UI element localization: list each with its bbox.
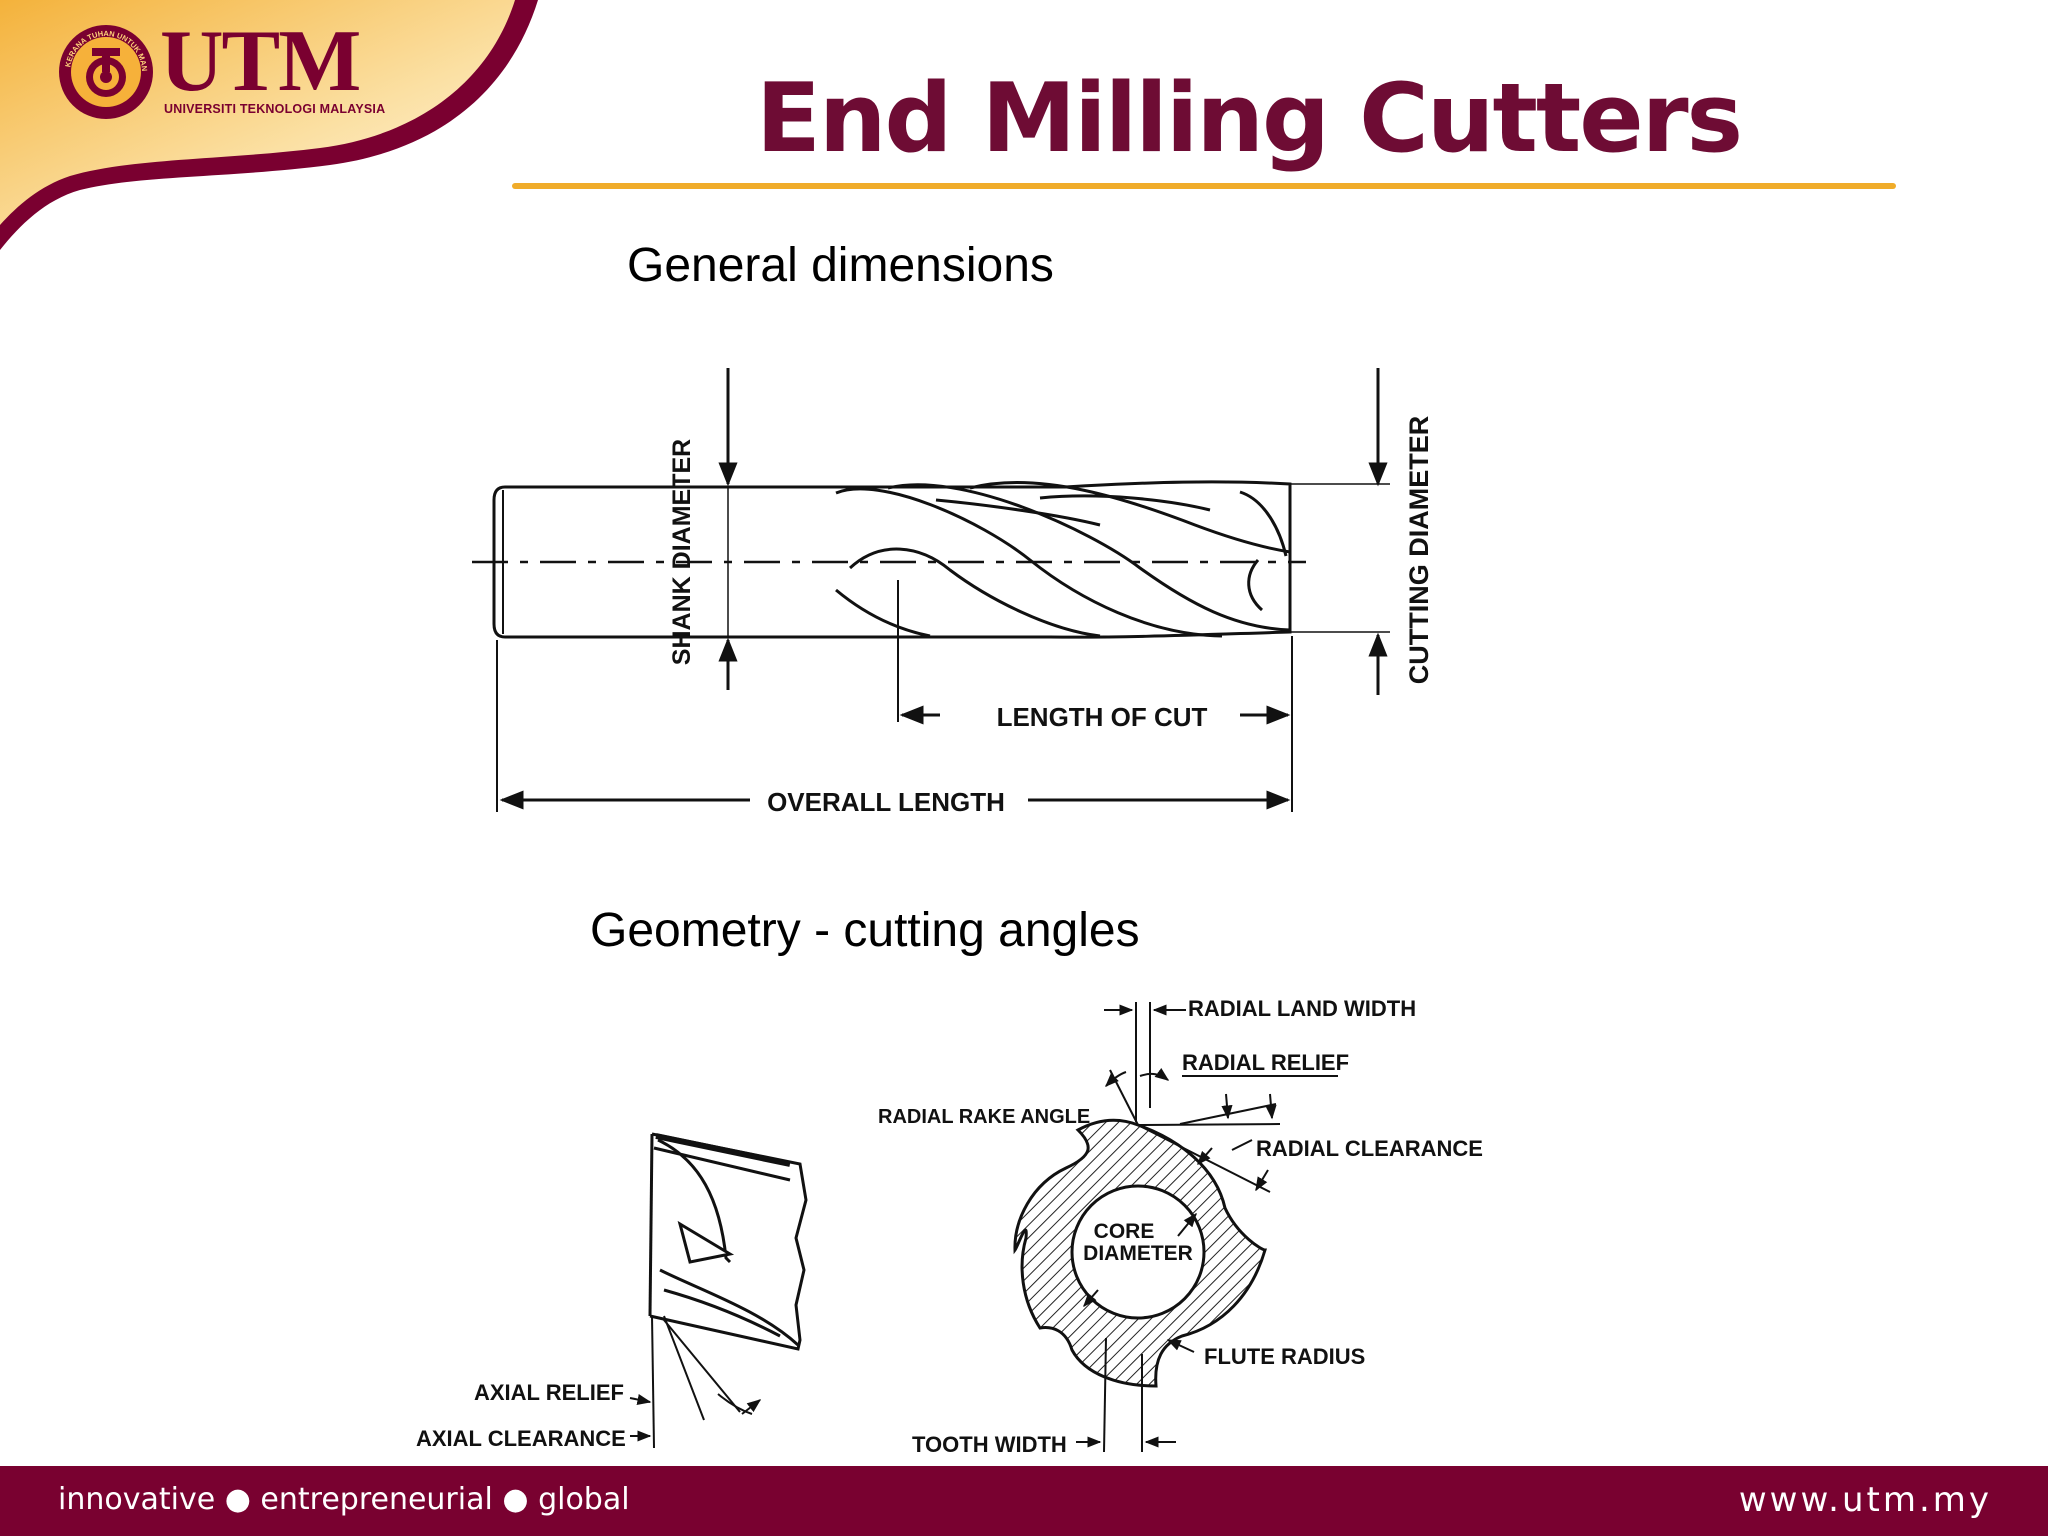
label-overall-length: OVERALL LENGTH [767, 787, 1005, 817]
utm-seal-icon: KERANA TUHAN UNTUK MANUSIA [56, 22, 153, 119]
slide-title: End Milling Cutters [756, 64, 1743, 174]
label-radial-land-width: RADIAL LAND WIDTH [1188, 996, 1416, 1021]
label-axial-clearance: AXIAL CLEARANCE [416, 1426, 626, 1451]
label-axial-relief: AXIAL RELIEF [474, 1380, 624, 1405]
logo-wordmark: UTM [160, 13, 361, 110]
section-label-general-dimensions: General dimensions [627, 239, 1054, 292]
label-radial-rake-angle: RADIAL RAKE ANGLE [878, 1106, 1090, 1128]
end-mill-dimensions-diagram: SHANK DIAMETER CUTTING DIAMETER LENGTH O… [472, 368, 1434, 817]
label-shank-diameter: SHANK DIAMETER [668, 439, 696, 665]
label-radial-relief: RADIAL RELIEF [1182, 1050, 1349, 1075]
section-label-geometry: Geometry - cutting angles [590, 904, 1140, 957]
axial-side-view [629, 1132, 808, 1449]
label-cutting-diameter: CUTTING DIAMETER [1404, 416, 1434, 684]
utm-logo[interactable]: KERANA TUHAN UNTUK MANUSIA UTM UNIVERSIT… [56, 18, 385, 122]
geometry-figure-background [402, 990, 1484, 1466]
title-underline [512, 183, 1896, 189]
footer-url[interactable]: www.utm.my [1738, 1480, 1992, 1520]
label-flute-radius: FLUTE RADIUS [1204, 1344, 1365, 1369]
label-radial-clearance: RADIAL CLEARANCE [1256, 1136, 1483, 1161]
cutting-angles-diagram: RADIAL LAND WIDTH RADIAL RELIEF RADIAL R… [402, 990, 1484, 1466]
footer-bar: innovative ● entrepreneurial ● global ww… [0, 1466, 2048, 1536]
label-core-diameter: DIAMETER [1083, 1242, 1193, 1265]
label-tooth-width: TOOTH WIDTH [912, 1432, 1067, 1457]
logo-subtitle: UNIVERSITI TEKNOLOGI MALAYSIA [164, 102, 386, 116]
label-core: CORE [1094, 1220, 1155, 1243]
label-length-of-cut: LENGTH OF CUT [997, 702, 1208, 732]
radial-end-view [1013, 1118, 1267, 1388]
footer-tagline: innovative ● entrepreneurial ● global [58, 1482, 630, 1517]
